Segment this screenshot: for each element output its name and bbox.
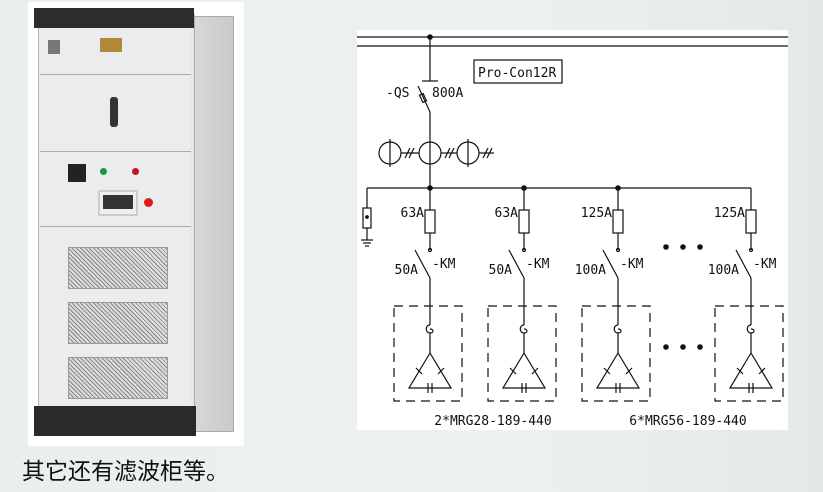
branch-labels: 63A 50A -KM 63A 50A -KM 125A 100A -KM 12… xyxy=(395,206,777,278)
capacitor-branch xyxy=(581,188,651,402)
contactor-rating-3: 100A xyxy=(575,263,606,278)
cabinet-panel-grills xyxy=(40,227,191,408)
capacitor-module-box xyxy=(393,305,463,402)
capacitor-delta xyxy=(728,351,774,389)
fuse-rating-3: 125A xyxy=(581,206,612,221)
capacitor-module-box xyxy=(714,305,784,402)
contactor-tag-3: -KM xyxy=(620,257,644,272)
capacitor-delta xyxy=(501,351,547,389)
contactor-blade xyxy=(735,249,752,279)
contactor-rating-4: 100A xyxy=(708,263,739,278)
contactor-rating-1: 50A xyxy=(395,263,419,278)
contactor-tag-4: -KM xyxy=(753,257,777,272)
cabinet-panel-controls xyxy=(40,152,191,227)
device-label: Pro-Con12R xyxy=(478,66,556,81)
contactor-blade xyxy=(414,249,431,279)
cabinet-base xyxy=(34,406,196,436)
cabinet-panel-switch xyxy=(40,75,191,152)
fuse xyxy=(745,209,757,234)
ellipsis-dots xyxy=(663,244,703,350)
contactor-blade xyxy=(508,249,525,279)
fuse-rating-1: 63A xyxy=(401,206,425,221)
cabinet-side xyxy=(194,16,234,432)
group-label-2: 6*MRG56-189-440 xyxy=(629,414,746,429)
capacitor-branch xyxy=(487,188,557,402)
device-label-box xyxy=(473,59,563,84)
capacitor-branch xyxy=(393,188,463,402)
fuse xyxy=(424,209,436,234)
capacitor-delta xyxy=(595,351,641,389)
contactor-rating-2: 50A xyxy=(489,263,513,278)
surge-arrester xyxy=(361,188,373,247)
capacitor-delta xyxy=(407,351,453,389)
qs-rating: 800A xyxy=(432,86,463,101)
capacitor-module-box xyxy=(581,305,651,402)
fuse xyxy=(518,209,530,234)
cabinet-top xyxy=(34,8,194,28)
contactor-tag-1: -KM xyxy=(432,257,456,272)
qs-tag: -QS xyxy=(386,86,409,101)
single-line-diagram: Pro-Con12R -QS 800A 63A 50A -KM 63A 50A … xyxy=(357,30,788,430)
cabinet-photo xyxy=(28,2,244,446)
capacitor-module-box xyxy=(487,305,557,402)
fuse xyxy=(612,209,624,234)
cabinet-panel-top xyxy=(40,28,191,75)
capacitor-branch xyxy=(714,188,784,402)
contactor-tag-2: -KM xyxy=(526,257,550,272)
contactor-blade xyxy=(602,249,619,279)
disconnector-blade xyxy=(417,85,431,113)
fuse-rating-4: 125A xyxy=(714,206,745,221)
fuse-rating-2: 63A xyxy=(495,206,519,221)
current-transformers xyxy=(378,139,494,167)
caption: 其它还有滤波柜等。 xyxy=(22,459,229,485)
group-label-1: 2*MRG28-189-440 xyxy=(434,414,551,429)
